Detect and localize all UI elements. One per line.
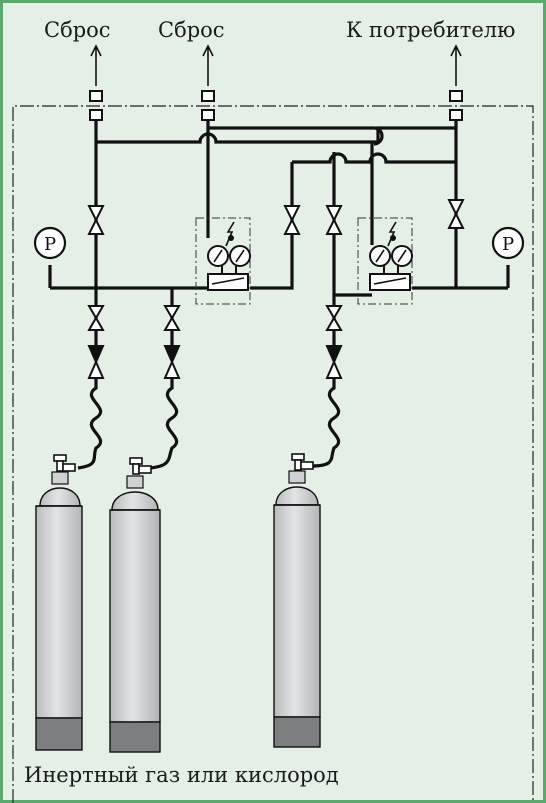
check-valve-cyl3 [325,345,343,379]
gas-type-caption: Инертный газ или кислород [24,763,339,787]
outlet-arrow-consumer [450,44,462,86]
pressure-gauge-right: P [491,226,525,260]
regulator-left [195,217,251,305]
check-valves [87,345,343,379]
flexible-hoses [77,378,341,470]
check-valve-cyl1 [87,345,105,379]
valve-cyl1-upper [87,305,105,331]
pressure-gauge-left: P [33,226,67,260]
cabinet-dashed-outline [12,105,534,803]
consumer-label: К потребителю [346,18,515,42]
outlet-arrow-left [90,44,102,86]
valve-left-vent [87,205,105,235]
valve-center-line [325,205,343,235]
gas-cylinder-3 [273,453,321,748]
valves [87,199,465,331]
valve-consumer-line [447,199,465,229]
pressure-gauge-right-letter: P [502,234,514,255]
vent-label-left: Сброс [44,18,111,42]
pipe-network [48,120,510,350]
gas-cylinder-1 [35,454,83,751]
outlet-arrow-middle [202,44,214,86]
vent-label-middle: Сброс [158,18,225,42]
valve-cyl3-upper [325,305,343,331]
valve-cyl2-upper [163,305,181,331]
pressure-gauge-left-letter: P [44,234,56,255]
regulator-right [357,217,413,305]
gas-cylinder-2 [109,457,161,753]
valve-middle-line [283,205,301,235]
